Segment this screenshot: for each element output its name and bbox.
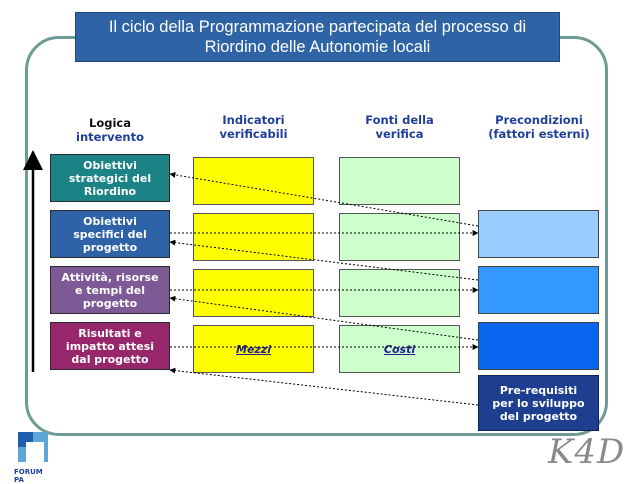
level-obiettivi-strategici: Obiettivi strategici del Riordino	[50, 154, 170, 202]
mezzi-label: Mezzi	[236, 342, 271, 356]
level-risultati-impatto: Risultati e impatto attesi dal progetto	[50, 322, 170, 370]
column-header-fonti: Fonti della verifica	[339, 113, 460, 141]
level-risultati-impatto-line-2: impatto attesi	[65, 339, 155, 353]
column-header-indicatori: Indicatori verificabili	[193, 113, 314, 141]
level-attivita-risorse-line-1: Attività, risorse	[61, 270, 159, 284]
indicator-cell-3	[193, 269, 314, 317]
k4d-watermark: K4D	[548, 432, 626, 472]
diagonal-3	[169, 295, 479, 341]
level-obiettivi-strategici-line-3: Riordino	[83, 184, 137, 198]
level-risultati-impatto-line-1: Risultati e	[78, 326, 142, 340]
column-header-indicatori-line-1: Indicatori	[222, 113, 285, 127]
source-cell-1	[339, 157, 460, 205]
column-header-precondizioni: Precondizioni (fattori esterni)	[474, 113, 604, 141]
diagonal-4	[169, 367, 479, 406]
precondition-cell-1	[478, 210, 599, 258]
page-title-line-2: Riordino delle Autonomie locali	[204, 38, 431, 56]
level-obiettivi-strategici-line-1: Obiettivi	[83, 158, 137, 172]
indicator-cell-4: Mezzi	[193, 325, 314, 373]
level-obiettivi-specifici-line-1: Obiettivi	[83, 214, 137, 228]
precondition-cell-3	[478, 322, 599, 370]
diagonal-1	[169, 171, 479, 227]
indicator-cell-2	[193, 213, 314, 261]
source-cell-2	[339, 213, 460, 261]
column-header-logica-line-1: Logica	[89, 116, 131, 130]
forum-pa-logo-icon	[18, 432, 48, 462]
level-obiettivi-specifici-line-3: progetto	[82, 240, 138, 254]
column-header-logica-line-2: intervento	[76, 130, 144, 144]
column-header-indicatori-line-2: verificabili	[219, 127, 288, 141]
page-title-line-1: Il ciclo della Programmazione partecipat…	[108, 18, 527, 36]
diagonal-2	[169, 239, 479, 281]
level-attivita-risorse-line-3: progetto	[82, 296, 138, 310]
level-attivita-risorse: Attività, risorse e tempi del progetto	[50, 266, 170, 314]
source-cell-4: Costi	[339, 325, 460, 373]
costi-label: Costi	[383, 342, 416, 356]
prerequisites-box: Pre-requisiti per lo sviluppo del proget…	[478, 375, 599, 431]
level-attivita-risorse-line-2: e tempi del	[74, 283, 146, 297]
forum-pa-logo: FORUM PA	[14, 430, 54, 484]
prerequisites-line-1: Pre-requisiti	[499, 383, 578, 397]
column-header-logica: Logica intervento	[50, 116, 170, 144]
level-obiettivi-specifici: Obiettivi specifici del progetto	[50, 210, 170, 258]
prerequisites-line-2: per lo sviluppo	[492, 396, 585, 410]
prerequisites-line-3: del progetto	[499, 409, 578, 423]
source-cell-3	[339, 269, 460, 317]
level-obiettivi-specifici-line-2: specifici del	[73, 227, 147, 241]
column-header-precondizioni-line-2: (fattori esterni)	[488, 127, 590, 141]
column-header-fonti-line-1: Fonti della	[365, 113, 434, 127]
level-obiettivi-strategici-line-2: strategici del	[68, 171, 152, 185]
column-header-precondizioni-line-1: Precondizioni	[495, 113, 583, 127]
level-risultati-impatto-line-3: dal progetto	[71, 352, 149, 366]
page-title: Il ciclo della Programmazione partecipat…	[75, 12, 560, 62]
precondition-cell-2	[478, 266, 599, 314]
forum-pa-label: FORUM PA	[14, 468, 43, 484]
column-header-fonti-line-2: verifica	[375, 127, 424, 141]
